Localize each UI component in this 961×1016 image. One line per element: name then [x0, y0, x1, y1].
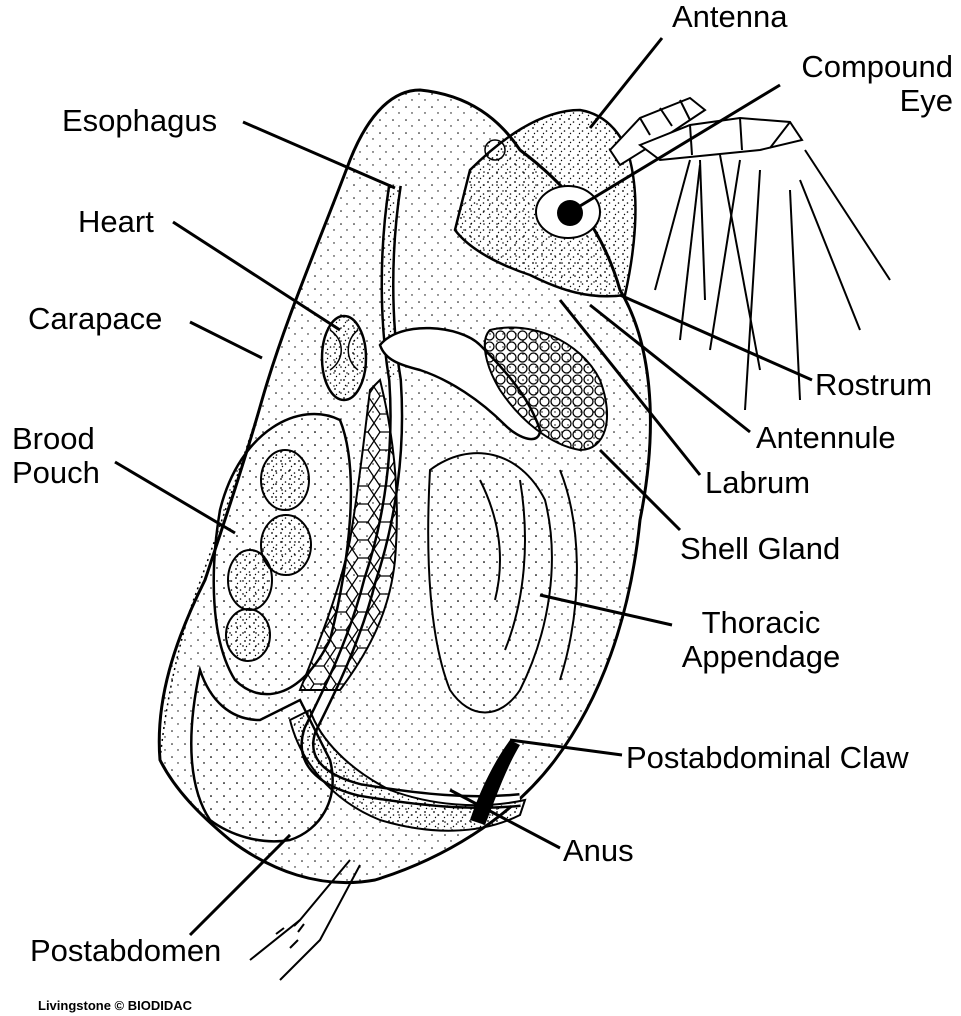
leader-carapace	[190, 322, 262, 358]
label-thoracic-appendage-line2: Appendage	[666, 640, 856, 674]
label-brood-pouch-line1: Brood	[12, 422, 100, 456]
label-postabdominal-claw: Postabdominal Claw	[626, 741, 909, 775]
label-compound-eye-line1: Compound	[778, 50, 953, 84]
label-carapace: Carapace	[28, 302, 162, 336]
label-brood-pouch: Brood Pouch	[12, 422, 100, 490]
credit-text: Livingstone © BIODIDAC	[38, 998, 192, 1013]
label-antennule: Antennule	[756, 421, 896, 455]
heart-shape	[322, 316, 366, 400]
label-anus: Anus	[563, 834, 634, 868]
label-postabdomen: Postabdomen	[30, 934, 221, 968]
label-esophagus: Esophagus	[62, 104, 217, 138]
label-compound-eye: Compound Eye	[778, 50, 953, 118]
label-thoracic-appendage-line1: Thoracic	[666, 606, 856, 640]
leader-postabdomen	[190, 835, 290, 935]
label-compound-eye-line2: Eye	[778, 84, 953, 118]
label-brood-pouch-line2: Pouch	[12, 456, 100, 490]
leader-brood-pouch	[115, 462, 235, 533]
label-antenna: Antenna	[672, 0, 788, 34]
label-labrum: Labrum	[705, 466, 810, 500]
label-rostrum: Rostrum	[815, 368, 932, 402]
label-shell-gland: Shell Gland	[680, 532, 840, 566]
label-heart: Heart	[78, 205, 154, 239]
label-thoracic-appendage: Thoracic Appendage	[666, 606, 856, 674]
